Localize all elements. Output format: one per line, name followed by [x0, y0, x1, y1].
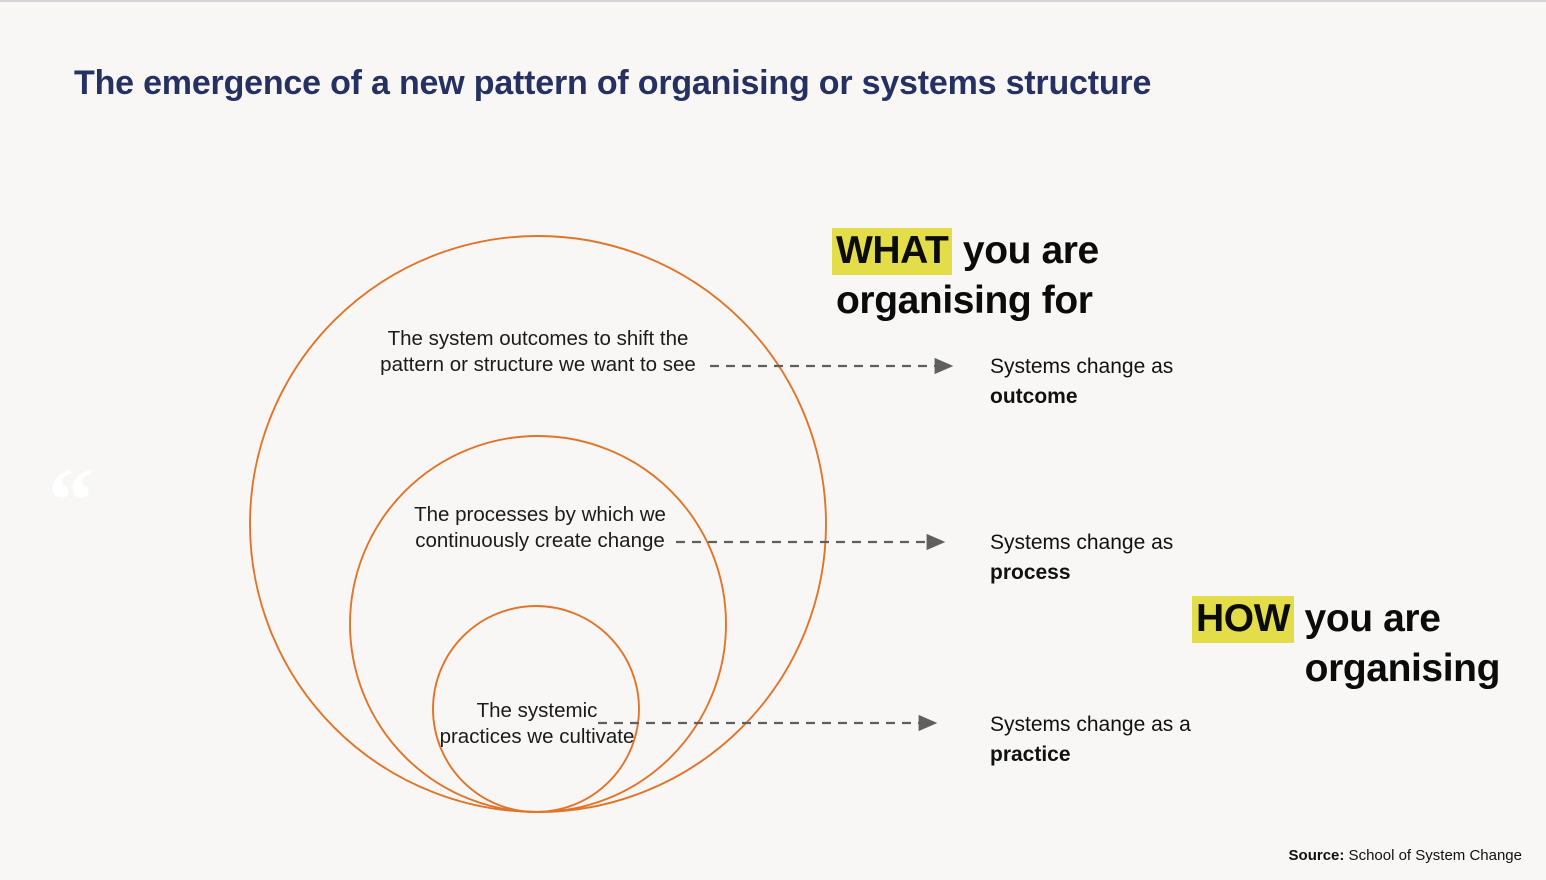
label-systems-change-process: Systems change as process [990, 528, 1320, 588]
heading-what-highlight: WHAT [832, 228, 953, 275]
circle-middle [349, 435, 727, 813]
source-value: School of System Change [1344, 847, 1522, 864]
label-outcome-strong: outcome [990, 385, 1078, 408]
decorative-quote-icon: “ [48, 449, 94, 551]
circle-caption-outer: The system outcomes to shift the pattern… [380, 327, 696, 376]
label-process-lead: Systems change as [990, 531, 1174, 554]
circle-caption-inner: The systemic practices we cultivate [439, 699, 635, 748]
heading-what: WHAT you are organising for [832, 226, 1256, 326]
circle-caption-middle: The processes by which we continuously c… [414, 503, 666, 552]
label-systems-change-outcome: Systems change as outcome [990, 352, 1320, 412]
circle-inner [432, 605, 640, 813]
heading-how-highlight: HOW [1192, 596, 1295, 643]
page-title: The emergence of a new pattern of organi… [74, 64, 1152, 102]
source-attribution: Source: School of System Change [1289, 847, 1522, 864]
label-outcome-lead: Systems change as [990, 355, 1174, 378]
label-systems-change-practice: Systems change as a practice [990, 710, 1320, 770]
heading-how: HOW you are organising [1192, 594, 1526, 694]
label-practice-strong: practice [990, 743, 1071, 766]
label-process-strong: process [990, 561, 1071, 584]
label-practice-lead: Systems change as a [990, 713, 1191, 736]
heading-what-line2: organising for [836, 279, 1093, 322]
heading-what-rest: you are [952, 229, 1099, 272]
heading-how-line2: organising [1304, 647, 1501, 690]
source-label: Source: [1288, 847, 1345, 864]
heading-how-rest: you are [1294, 597, 1441, 640]
connector-arrow-group [598, 357, 954, 732]
nested-circle-group [249, 235, 827, 813]
